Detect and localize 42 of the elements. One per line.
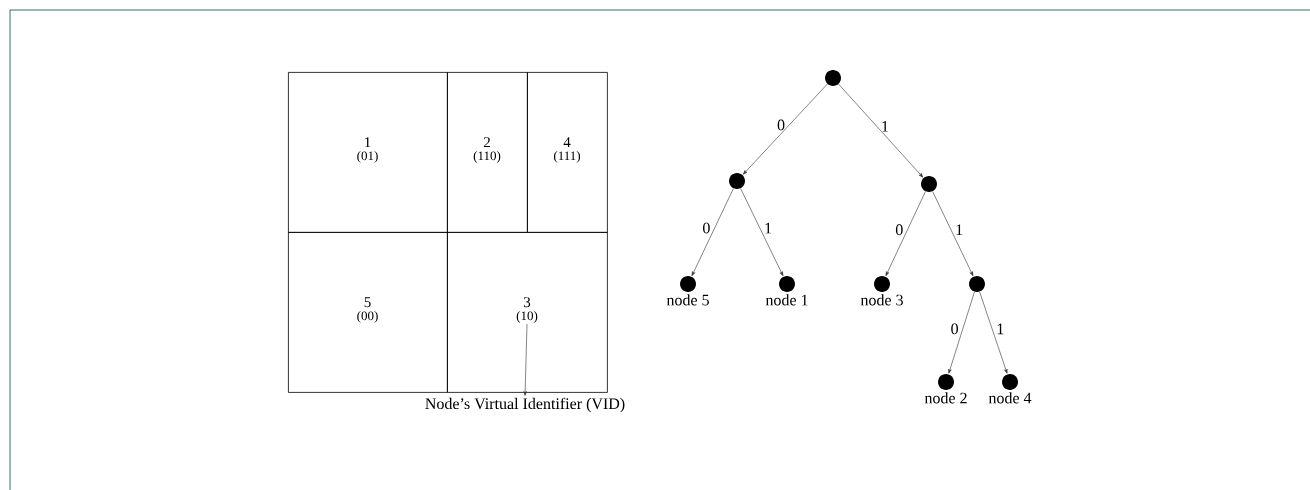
edge-label: 1	[997, 323, 1004, 335]
arrow	[740, 188, 784, 277]
edge-label: 0	[951, 323, 958, 335]
node-label: node 3	[860, 294, 903, 306]
node-label: node 1	[765, 294, 808, 306]
arrow	[838, 83, 924, 178]
edge-label: 1	[956, 224, 963, 235]
tree-node	[938, 374, 954, 390]
edge-label: 0	[777, 119, 785, 131]
edge-label: 1	[765, 222, 772, 234]
tree-node	[680, 276, 696, 292]
partition-cell	[288, 72, 448, 233]
node-label: node 5	[666, 294, 709, 306]
tree-node	[874, 276, 890, 292]
tree-node	[729, 173, 745, 189]
arrow	[979, 291, 1008, 374]
cell-label: 2 (110)	[473, 137, 501, 163]
cell-label: 4 (111)	[554, 137, 581, 163]
arrow	[932, 191, 974, 277]
partition-cell	[527, 72, 608, 233]
edge-label: 0	[895, 224, 903, 236]
tree-node	[1002, 374, 1018, 390]
partition-cell	[447, 72, 528, 233]
tree-node	[779, 276, 795, 292]
edge-label: 1	[882, 121, 888, 132]
node-label: node 2	[924, 392, 967, 404]
partition-cell	[447, 232, 608, 393]
tree-node	[969, 276, 985, 292]
leader-line	[523, 323, 528, 396]
arrow	[948, 291, 975, 374]
arrow	[885, 191, 926, 277]
tree-node	[825, 70, 841, 86]
arrow	[742, 83, 828, 175]
tree-node	[921, 176, 937, 192]
caption-text: Node’s Virtual Identifier (VID)	[425, 397, 625, 413]
arrow	[691, 188, 734, 277]
node-label: node 4	[988, 392, 1032, 404]
cell-label: 5 (00)	[357, 297, 378, 323]
cell-label: 3 (10)	[516, 297, 538, 323]
partition-cell	[288, 232, 448, 393]
cell-label: 1 (01)	[357, 137, 378, 163]
edge-label: 0	[703, 222, 710, 234]
